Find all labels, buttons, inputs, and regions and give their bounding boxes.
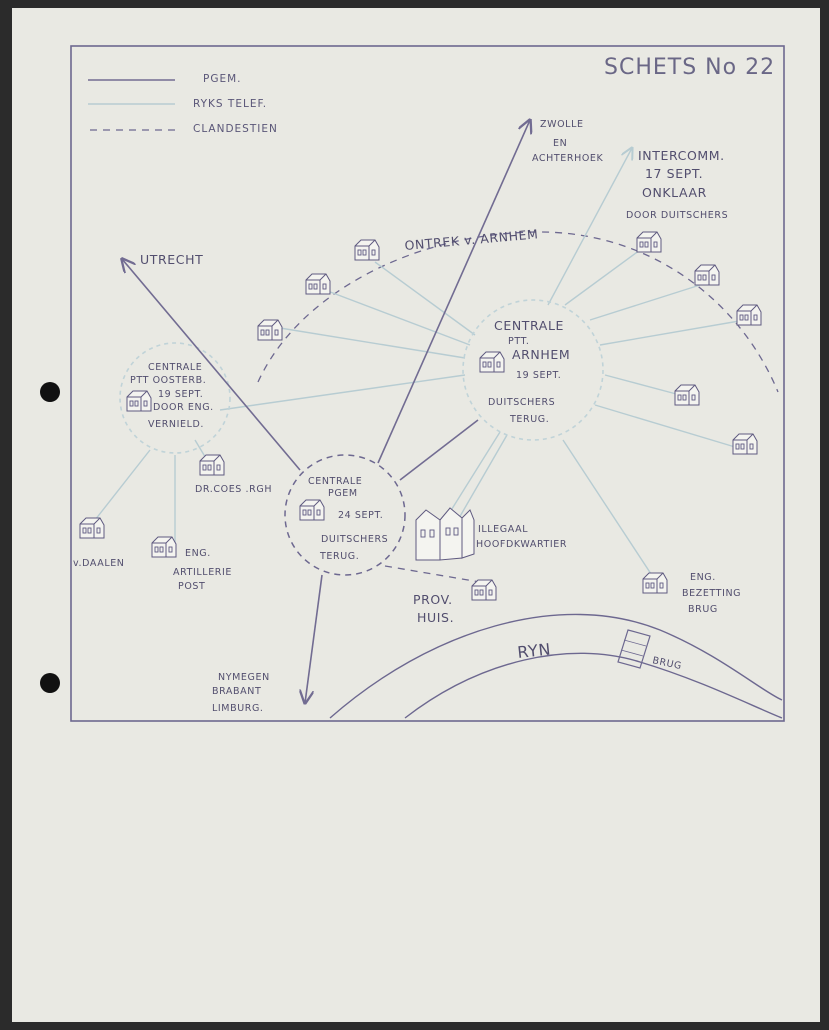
pgem-label-2: PGEM bbox=[328, 488, 358, 499]
sheet-title: SCHETS No 22 bbox=[604, 55, 775, 80]
oosterb-label-2: PTT OOSTERB. bbox=[130, 375, 206, 386]
bezetting-label-1: ENG. bbox=[690, 572, 716, 583]
artillerie-label-3: POST bbox=[178, 581, 205, 592]
legend-ryks-label: RYKS TELEF. bbox=[193, 98, 267, 110]
oosterb-label-5: VERNIELD. bbox=[148, 419, 204, 430]
arnhem-label-4: 19 SEPT. bbox=[516, 370, 561, 381]
pgem-label-3: 24 SEPT. bbox=[338, 510, 383, 521]
river-label: RYN bbox=[516, 640, 551, 662]
arnhem-label-1: CENTRALE bbox=[494, 318, 564, 333]
illegaal-label-2: HOOFDKWARTIER bbox=[476, 539, 567, 550]
nymegen-label-3: LIMBURG. bbox=[212, 703, 264, 714]
pgem-lines bbox=[122, 120, 530, 703]
intercomm-label-2: 17 SEPT. bbox=[645, 166, 703, 181]
intercomm-label-3: ONKLAAR bbox=[642, 185, 707, 200]
oosterb-label-1: CENTRALE bbox=[148, 362, 202, 373]
nymegen-label-2: BRABANT bbox=[212, 686, 261, 697]
ontrek-label: ONTREK v. ARNHEM bbox=[404, 226, 539, 253]
house-icon bbox=[736, 304, 762, 326]
house-icon bbox=[636, 231, 662, 253]
daalen-label: v.DAALEN bbox=[73, 558, 125, 569]
house-icon bbox=[257, 319, 283, 341]
nymegen-label-1: NYMEGEN bbox=[218, 672, 270, 683]
house-icon bbox=[732, 433, 758, 455]
house-icon bbox=[151, 536, 177, 558]
zwolle-label-1: ZWOLLE bbox=[540, 119, 584, 130]
clandestien-line bbox=[384, 565, 481, 583]
arnhem-label-6: TERUG. bbox=[509, 414, 549, 425]
house-icon bbox=[126, 390, 152, 412]
house-icon bbox=[471, 579, 497, 601]
pgem-label-5: TERUG. bbox=[319, 551, 359, 562]
bridge-label: BRUG bbox=[651, 655, 682, 672]
zwolle-label-2: EN bbox=[553, 138, 567, 149]
hoofdkwartier-building-icon bbox=[415, 507, 475, 561]
house-icon bbox=[79, 517, 105, 539]
centrale-oosterb-circle bbox=[119, 342, 231, 454]
centrale-pgem-circle bbox=[284, 454, 406, 576]
arnhem-label-3: ARNHEM bbox=[512, 347, 570, 362]
artillerie-label-2: ARTILLERIE bbox=[173, 567, 232, 578]
intercomm-label-4: DOOR DUITSCHERS bbox=[626, 210, 728, 221]
house-icon bbox=[354, 239, 380, 261]
house-icon bbox=[642, 572, 668, 594]
paper-sheet bbox=[12, 8, 820, 1022]
map-frame bbox=[70, 45, 785, 722]
arnhem-label-2: PTT. bbox=[508, 336, 529, 347]
bezetting-label-3: BRUG bbox=[688, 604, 718, 615]
bezetting-label-2: BEZETTING bbox=[682, 588, 741, 599]
dr-coes-label: DR.COES .RGH bbox=[195, 484, 272, 495]
utrecht-label: UTRECHT bbox=[140, 252, 203, 267]
prov-label-2: HUIS. bbox=[417, 610, 454, 625]
intercomm-label-1: INTERCOMM. bbox=[638, 148, 725, 163]
pgem-label-1: CENTRALE bbox=[308, 476, 362, 487]
pgem-label-4: DUITSCHERS bbox=[321, 534, 388, 545]
artillerie-label-1: ENG. bbox=[185, 548, 211, 559]
punch-hole-top bbox=[40, 382, 60, 402]
legend-clandestien-label: CLANDESTIEN bbox=[193, 123, 278, 135]
legend-pgem-label: PGEM. bbox=[203, 73, 242, 85]
house-icon bbox=[479, 351, 505, 373]
oosterb-label-3: 19 SEPT. bbox=[158, 389, 203, 400]
arnhem-label-5: DUITSCHERS bbox=[488, 397, 555, 408]
house-icon bbox=[199, 454, 225, 476]
illegaal-label-1: ILLEGAAL bbox=[478, 524, 528, 535]
oosterb-label-4: DOOR ENG. bbox=[153, 402, 214, 413]
legend: PGEM. RYKS TELEF. CLANDESTIEN bbox=[88, 73, 278, 135]
house-icon bbox=[305, 273, 331, 295]
house-icon bbox=[694, 264, 720, 286]
centrale-arnhem-circle bbox=[462, 299, 604, 441]
punch-hole-bottom bbox=[40, 673, 60, 693]
zwolle-label-3: ACHTERHOEK bbox=[532, 153, 604, 164]
house-icon bbox=[299, 499, 325, 521]
prov-label-1: PROV. bbox=[413, 592, 453, 607]
rhine-river bbox=[329, 613, 783, 719]
ontrek-arc bbox=[257, 231, 779, 393]
house-icon bbox=[674, 384, 700, 406]
ryks-lines bbox=[94, 148, 746, 581]
